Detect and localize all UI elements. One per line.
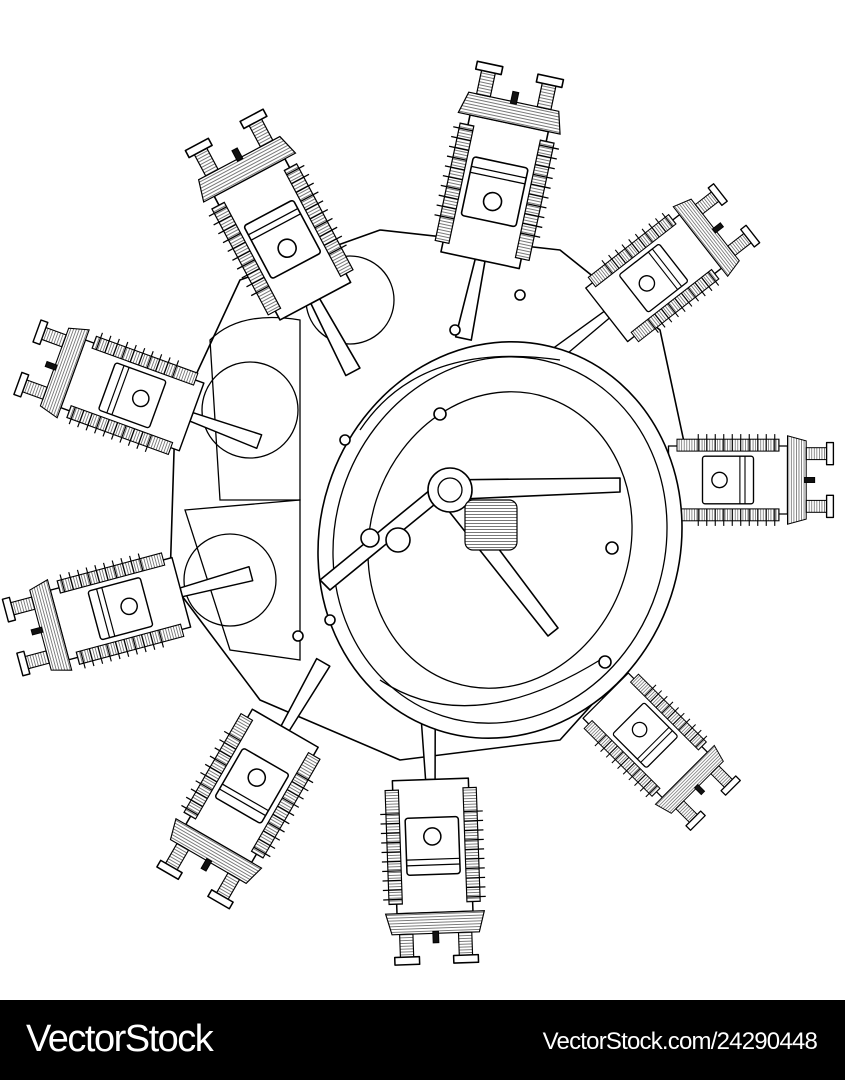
front-ring (292, 289, 683, 739)
radial-engine-illustration (0, 58, 835, 967)
watermark-footer: VectorStock VectorStock.com/24290448 (0, 1000, 845, 1080)
brand-logo-text: VectorStock (26, 1018, 214, 1060)
engine-drawing (0, 58, 835, 967)
image-id-link-text: VectorStock.com/24290448 (542, 1028, 818, 1055)
